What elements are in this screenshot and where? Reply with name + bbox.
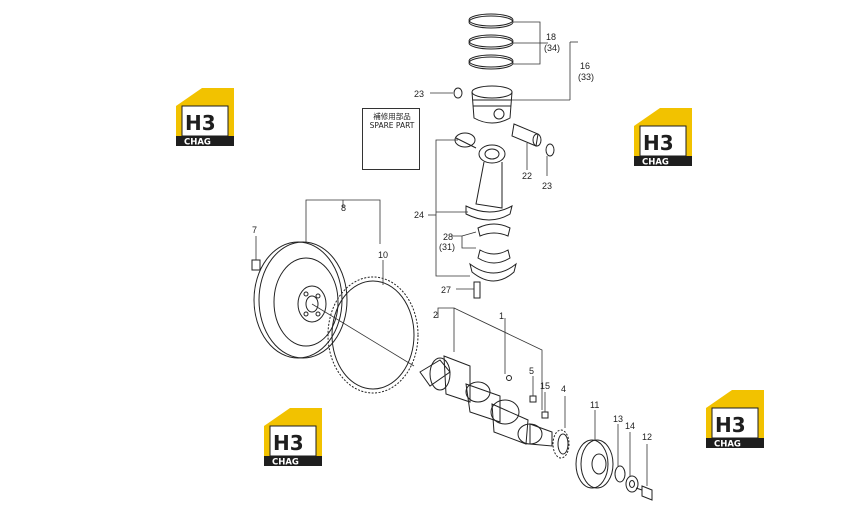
brand-logo: H3 CHAG — [264, 408, 322, 468]
callout-10: 10 — [378, 250, 388, 260]
spare-part-box: 補修用部品 SPARE PART — [362, 108, 420, 170]
pulley-bolt — [635, 444, 653, 501]
piston-pin — [511, 123, 542, 170]
callout-24: 24 — [414, 210, 424, 220]
svg-text:CHAG: CHAG — [642, 158, 669, 168]
connecting-rod — [454, 132, 513, 221]
callout-16: 16 — [580, 61, 590, 71]
piston — [471, 85, 513, 124]
washer — [625, 432, 639, 493]
flywheel-bolt — [251, 236, 261, 271]
circlip — [430, 87, 463, 99]
callout-1: 1 — [499, 311, 504, 321]
callout-33: (33) — [578, 72, 594, 82]
crankshaft — [419, 355, 553, 447]
callout-11: 11 — [590, 400, 599, 410]
crank-gear — [552, 396, 570, 459]
flywheel-leader-lines — [305, 199, 415, 367]
o-ring — [614, 424, 626, 483]
callout-23-left: 23 — [414, 89, 424, 99]
circlip-right — [545, 143, 555, 176]
spare-part-title-jp: 補修用部品 — [373, 112, 411, 121]
callout-12: 12 — [642, 432, 652, 442]
svg-text:CHAG: CHAG — [714, 440, 741, 450]
brand-logo: H3 CHAG — [634, 108, 692, 168]
callout-27: 27 — [441, 285, 451, 295]
ring-gear — [327, 260, 419, 394]
callout-22: 22 — [522, 171, 532, 181]
crankshaft-leader-lines — [437, 307, 543, 410]
piston-rings — [468, 13, 514, 70]
callout-28: 28 — [443, 232, 453, 242]
brand-logo: H3 CHAG — [706, 390, 764, 450]
callout-14: 14 — [625, 421, 635, 431]
callout-13: 13 — [613, 414, 623, 424]
callout-31: (31) — [439, 242, 455, 252]
callout-7: 7 — [252, 225, 257, 235]
callout-18: 18 — [546, 32, 556, 42]
callout-15: 15 — [540, 381, 550, 391]
callout-23-right: 23 — [542, 181, 552, 191]
svg-text:CHAG: CHAG — [184, 138, 211, 148]
ring-leader-lines — [505, 21, 578, 101]
brand-logo: H3 CHAG — [176, 88, 234, 148]
svg-text:H3: H3 — [643, 131, 674, 155]
svg-text:H3: H3 — [185, 111, 216, 135]
svg-text:H3: H3 — [273, 431, 304, 455]
svg-text:H3: H3 — [715, 413, 746, 437]
conrod-cap — [456, 262, 517, 299]
callout-4: 4 — [561, 384, 566, 394]
callout-34: (34) — [544, 43, 560, 53]
key-15 — [541, 392, 549, 419]
callout-8: 8 — [341, 203, 346, 213]
svg-text:CHAG: CHAG — [272, 458, 299, 468]
conrod-leader-lines — [428, 139, 470, 277]
callout-2: 2 — [433, 310, 438, 320]
spare-part-title-en: SPARE PART — [369, 121, 415, 130]
bearing-shells — [452, 223, 511, 264]
crank-pulley — [575, 410, 614, 489]
woodruff-key — [529, 376, 537, 403]
flywheel — [253, 241, 348, 359]
callout-5: 5 — [529, 366, 534, 376]
